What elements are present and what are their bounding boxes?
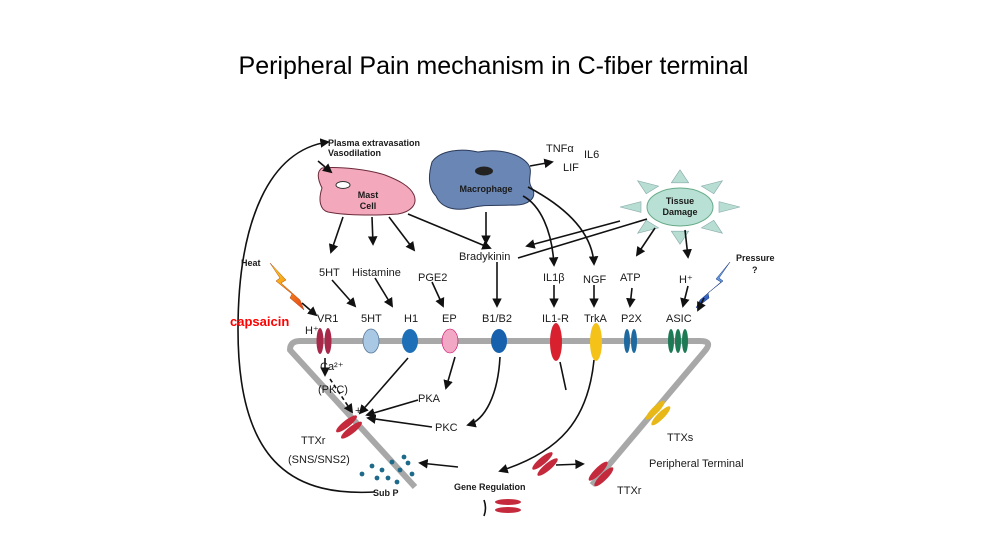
receptor-ep-label: EP	[442, 313, 457, 325]
ca-label: Ca²⁺	[320, 361, 344, 373]
pressure-label: Pressure	[736, 253, 775, 263]
capsaicin-label: capsaicin	[230, 314, 289, 329]
pkc-paren-label: (PKC)	[318, 384, 348, 396]
heat-label: Heat	[241, 258, 261, 268]
plasma-extravasation-label: Plasma extravasation	[328, 138, 420, 148]
heat-bolt-icon	[269, 262, 305, 311]
receptor-h1-label: H1	[404, 313, 418, 325]
vasodilation-label: Vasodilation	[328, 148, 381, 158]
sub-p-dot	[385, 475, 391, 481]
receptor-il1r-label: IL1-R	[542, 313, 569, 325]
pkc-label: PKC	[435, 422, 458, 434]
sub-p-vesicles	[359, 454, 415, 485]
tissue-damage: Tissue Damage	[619, 169, 741, 245]
sub-p-label: Sub P	[373, 488, 399, 498]
ttxr-right-label: TTXr	[617, 485, 642, 497]
ttxr-bottom-channel	[495, 499, 521, 513]
tnf-alpha-label: TNFα	[546, 143, 574, 155]
histamine-label: Histamine	[352, 267, 401, 279]
mast-cell-label-2: Cell	[360, 201, 377, 211]
gene-regulation-label: Gene Regulation	[454, 482, 526, 492]
atp-label: ATP	[620, 272, 641, 284]
sub-p-dot	[389, 459, 395, 465]
receptor-p2x	[624, 329, 637, 353]
tissue-ray	[670, 230, 690, 245]
ttxr-left-channel	[336, 415, 362, 439]
receptor-vr1-label: VR1	[317, 313, 338, 325]
tissue-ray	[670, 169, 690, 184]
ngf-label: NGF	[583, 274, 607, 286]
pka-label: PKA	[418, 393, 441, 405]
sub-p-dot	[369, 463, 375, 469]
sub-p-dot	[401, 454, 407, 460]
receptor-5ht	[362, 328, 380, 354]
ttxr-left-label: TTXr	[301, 435, 326, 447]
sub-p-dot	[379, 467, 385, 473]
ttxs-channel	[645, 400, 671, 426]
receptor-asic-label: ASIC	[666, 313, 692, 325]
sub-p-dot	[405, 460, 411, 466]
mediator-5ht-label: 5HT	[319, 267, 340, 279]
tissue-ray	[700, 219, 724, 234]
receptor-il1r	[550, 323, 562, 361]
sns-label: (SNS/SNS2)	[288, 454, 350, 466]
mast-cell: Mast Cell	[317, 167, 416, 216]
ttxr-gene-channel	[532, 452, 558, 476]
arrows	[237, 138, 706, 517]
sub-p-dot	[394, 479, 400, 485]
receptor-h1	[402, 329, 418, 353]
receptor-vr1	[316, 328, 332, 354]
receptor-b1b2-label: B1/B2	[482, 313, 512, 325]
peripheral-terminal-label: Peripheral Terminal	[649, 458, 744, 470]
receptor-ep	[441, 328, 459, 354]
mast-cell-label-1: Mast	[358, 190, 379, 200]
il1b-label: IL1β	[543, 272, 565, 284]
receptor-5ht-label: 5HT	[361, 313, 382, 325]
il6-label: IL6	[584, 149, 599, 161]
plus-sign: +	[355, 405, 361, 417]
h-plus-left-label: H⁺	[305, 325, 319, 337]
ttxs-label: TTXs	[667, 432, 694, 444]
lif-label: LIF	[563, 162, 579, 174]
receptors	[316, 323, 688, 513]
sub-p-dot	[397, 467, 403, 473]
slide-title: Peripheral Pain mechanism in C-fiber ter…	[238, 52, 749, 80]
tissue-damage-label-2: Damage	[662, 207, 697, 217]
tissue-ray	[718, 201, 741, 213]
receptor-asic	[668, 329, 688, 353]
pressure-bolt-icon	[695, 261, 731, 309]
tissue-damage-label-1: Tissue	[666, 196, 694, 206]
tissue-ray	[700, 180, 724, 195]
sub-p-dot	[374, 475, 380, 481]
receptor-b1b2	[491, 329, 507, 353]
pge2-label: PGE2	[418, 272, 447, 284]
receptor-trka-label: TrkA	[584, 313, 607, 325]
macrophage-label: Macrophage	[459, 184, 512, 194]
pressure-question-label: ?	[752, 265, 758, 275]
receptor-trka	[590, 323, 602, 361]
sub-p-dot	[359, 471, 365, 477]
sub-p-dot	[409, 471, 415, 477]
tissue-ray	[636, 180, 660, 195]
bradykinin-label: Bradykinin	[459, 251, 510, 263]
tissue-ray	[619, 201, 642, 213]
ttxr-right-channel	[588, 461, 614, 487]
receptor-p2x-label: P2X	[621, 313, 642, 325]
macrophage: Macrophage	[428, 149, 535, 210]
h-plus-top-label: H⁺	[679, 274, 693, 286]
tissue-ray	[636, 219, 660, 234]
labels: Plasma extravasation Vasodilation TNFα I…	[230, 138, 775, 498]
